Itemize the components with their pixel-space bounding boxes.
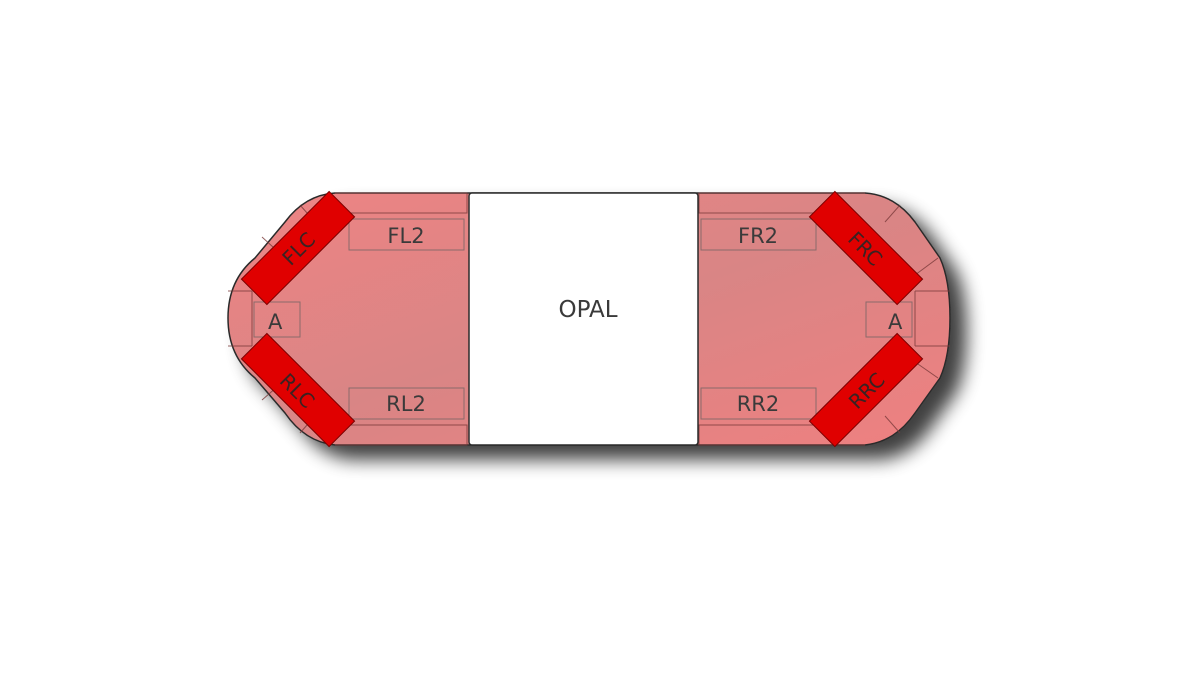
front-right-inner-box: [700, 218, 817, 251]
front-left-inner-label: FL2: [387, 224, 424, 248]
left-side-box: [253, 301, 301, 338]
left-top-trim: [335, 192, 468, 214]
left-side-label: A: [268, 310, 283, 334]
right-seg-line-7: [884, 415, 901, 434]
rear-right-corner-rect: [808, 332, 924, 448]
center-label: OPAL: [558, 297, 617, 323]
rear-left-corner-rect: [240, 332, 356, 448]
rear-right-inner-label: RR2: [737, 392, 780, 416]
right-bottom-trim: [698, 424, 865, 446]
right-seg-line-4: [914, 257, 939, 276]
front-right-inner-label: FR2: [738, 224, 778, 248]
rear-left-inner-box: [348, 387, 465, 420]
right-seg-line-6: [884, 204, 901, 223]
right-side-box: [865, 301, 913, 338]
front-right-corner-rect: [808, 190, 924, 306]
left-bottom-trim: [335, 424, 468, 446]
rear-left-inner-label: RL2: [386, 392, 426, 416]
center-body: [468, 192, 699, 446]
right-side-label: A: [888, 310, 903, 334]
right-top-trim: [698, 192, 865, 214]
right-end-segments: [698, 192, 950, 446]
front-left-corner-rect: [240, 190, 356, 306]
right-seg-line-5: [914, 361, 939, 379]
rear-right-corner-module: RRC: [808, 332, 924, 448]
front-left-inner-box: [348, 218, 465, 251]
rear-right-inner-box: [700, 387, 817, 420]
